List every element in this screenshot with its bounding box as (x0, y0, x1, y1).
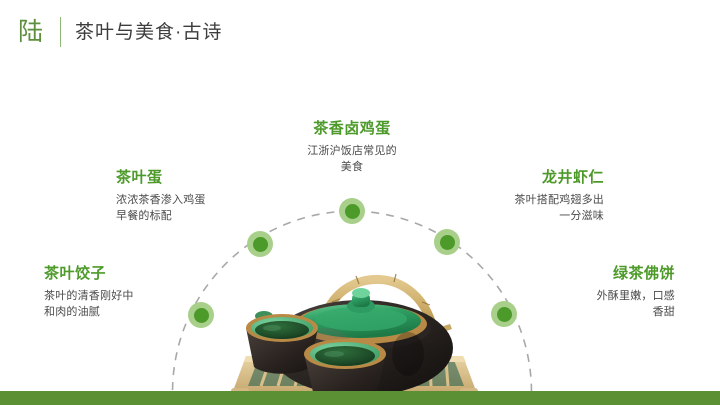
item-description: 江浙沪饭店常见的 美食 (307, 144, 397, 173)
node-core-dot (252, 236, 268, 252)
footer-accent-bar (0, 391, 720, 405)
header-divider (60, 17, 62, 47)
item-description: 茶叶搭配鸡翅多出 一分滋味 (514, 193, 604, 222)
teapot-illustration (231, 273, 478, 404)
item-description: 浓浓茶香渗入鸡蛋 早餐的标配 (116, 193, 206, 222)
item-label-tea-dumpling: 茶叶饺子 茶叶的清香刚好中 和肉的油腻 (44, 265, 196, 321)
teacup-left (246, 314, 318, 374)
item-label-longjing-shrimp: 龙井虾仁 茶叶搭配鸡翅多出 一分滋味 (452, 169, 604, 225)
item-title: 茶叶饺子 (44, 265, 107, 282)
item-description: 外酥里嫩，口感 香甜 (596, 289, 675, 318)
item-title: 龙井虾仁 (541, 169, 604, 186)
item-title: 绿茶佛饼 (612, 265, 675, 282)
section-number-badge: 陆 (18, 17, 45, 46)
node-marker-tea-dumpling[interactable] (188, 302, 214, 328)
item-description: 茶叶的清香刚好中 和肉的油腻 (44, 289, 134, 318)
item-label-braised-tea-egg: 茶香卤鸡蛋 江浙沪饭店常见的 美食 (277, 120, 427, 176)
node-core-dot (496, 306, 512, 322)
node-marker-green-tea-cake[interactable] (491, 301, 517, 327)
node-marker-longjing-shrimp[interactable] (434, 229, 460, 255)
item-title: 茶香卤鸡蛋 (313, 120, 391, 137)
page-title: 茶叶与美食·古诗 (75, 21, 223, 43)
node-core-dot (439, 234, 455, 250)
item-label-tea-egg: 茶叶蛋 浓浓茶香渗入鸡蛋 早餐的标配 (116, 169, 268, 225)
node-marker-tea-egg[interactable] (247, 231, 273, 257)
item-label-green-tea-cake: 绿茶佛饼 外酥里嫩，口感 香甜 (523, 265, 675, 321)
item-title: 茶叶蛋 (116, 169, 163, 186)
slide-header: 陆 茶叶与美食·古诗 (18, 14, 222, 50)
node-marker-braised-tea-egg[interactable] (339, 198, 365, 224)
node-core-dot (193, 307, 209, 323)
node-core-dot (344, 203, 360, 219)
